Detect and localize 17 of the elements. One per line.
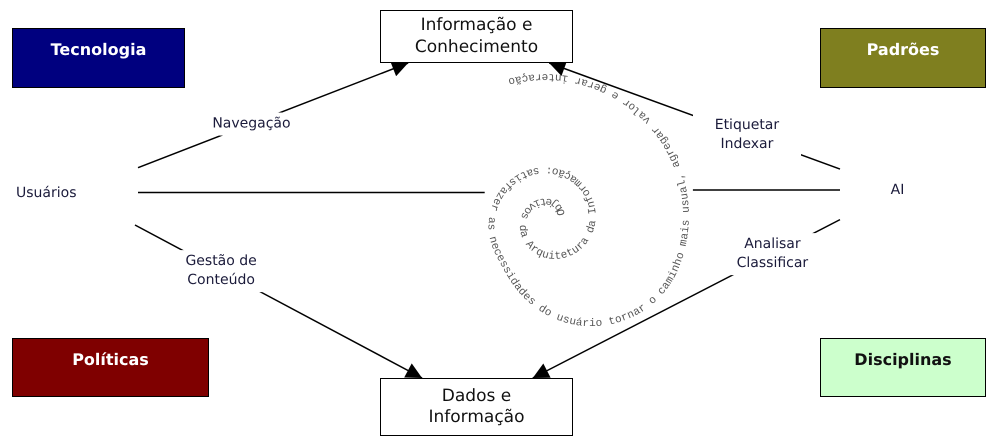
node-label: Usuários: [15, 184, 78, 200]
category-title: Tecnologia: [50, 40, 146, 59]
node-label: AI: [890, 182, 906, 198]
category-box: [820, 338, 986, 397]
process-box: [380, 378, 573, 436]
edge-label: Etiquetar Indexar: [692, 114, 801, 156]
category-title: Padrões: [866, 40, 940, 59]
connector-line: [692, 189, 840, 191]
box-title: Informação e Conhecimento: [414, 15, 540, 58]
category-box: [820, 28, 986, 88]
connector-line: [138, 192, 485, 194]
process-box: [380, 10, 573, 63]
category-box: [12, 338, 209, 397]
category-box: [12, 28, 185, 88]
category-title: Políticas: [72, 350, 149, 369]
category-title: Disciplinas: [854, 350, 952, 369]
box-title: Dados e Informação: [427, 386, 526, 428]
